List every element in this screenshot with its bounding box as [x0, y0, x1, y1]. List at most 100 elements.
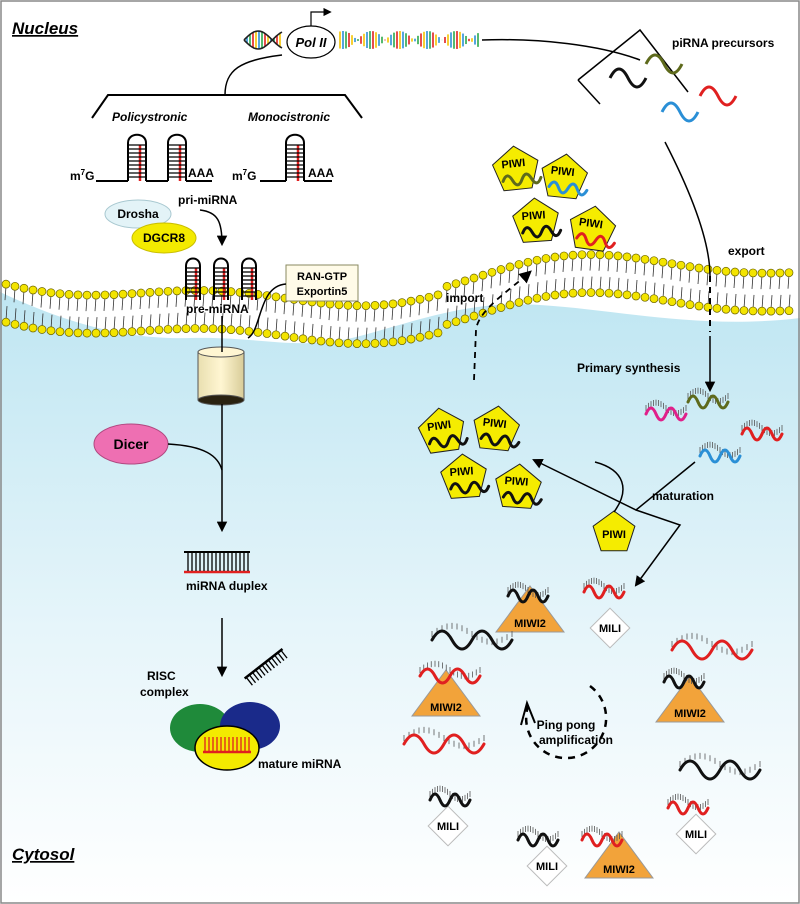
dicer-label: Dicer [113, 436, 149, 452]
m7g-label-poly: m7G [70, 168, 94, 183]
cytosol-title: Cytosol [12, 845, 76, 864]
piwi-proteins: PIWI PIWI PIWI PIWI PIWI PIWI PIWI PIWI PIWI [417, 145, 636, 552]
export-label: export [728, 244, 765, 258]
dgcr8: DGCR8 [131, 222, 197, 254]
mirna-transcript-bracket [91, 94, 363, 119]
nucleus-title: Nucleus [12, 19, 78, 38]
miwi2-right: MIWI2 [655, 632, 754, 723]
mature-pirna-red [740, 419, 784, 442]
polya-label-mono: AAA [308, 166, 334, 180]
pri-to-pre-arrow [199, 209, 228, 247]
piwi-label: PIWI [521, 209, 546, 223]
piwi-black-1: PIWI [512, 197, 563, 243]
mirna-duplex-label: miRNA duplex [186, 579, 268, 593]
export-line [664, 141, 711, 277]
piwi-cyto-2: PIWI [473, 405, 521, 452]
mili-label: MILI [685, 829, 707, 841]
pol2-label: Pol II [295, 35, 326, 50]
ping-pong-cycle: Ping pong amplification [520, 684, 613, 760]
piwi-label: PIWI [427, 419, 452, 434]
mili-left-bottom: MILI [402, 726, 486, 847]
mili-label: MILI [599, 623, 621, 635]
miwi2-bottom: MIWI2 [580, 825, 654, 879]
polya-label-poly: AAA [188, 166, 214, 180]
piwi-label: PIWI [578, 216, 603, 231]
piwi-label: PIWI [482, 417, 507, 431]
piwi-loading-connector [594, 461, 624, 513]
pri-mirna-monocistronic [260, 133, 332, 182]
import-arrow [473, 270, 532, 381]
mili-top: MILI [582, 577, 631, 649]
mili-label: MILI [536, 861, 558, 873]
pre-mirna [185, 257, 257, 300]
primary-synthesis-label: Primary synthesis [577, 361, 681, 375]
pre-mirna-label: pre-miRNA [186, 302, 249, 316]
piwi-label: PIWI [504, 475, 529, 489]
miwi2-label: MIWI2 [603, 864, 635, 876]
policystronic-label: Policystronic [112, 110, 188, 124]
piwi-empty: PIWI [592, 510, 636, 552]
ping-pong-label-1: Ping pong [537, 718, 596, 732]
mili-label: MILI [437, 821, 459, 833]
risc-label-1: RISC [147, 669, 176, 683]
pirna-precursor-blue [660, 101, 700, 123]
mature-pirna-cluster [644, 387, 784, 464]
drosha: Drosha [104, 199, 172, 229]
mature-pirna-pink [644, 399, 688, 422]
pirna-precursors-label: piRNA precursors [672, 36, 775, 50]
maturation-label: maturation [652, 489, 714, 503]
piwi-label: PIWI [449, 465, 474, 479]
dicer-connector [167, 443, 223, 471]
mirna-duplex [184, 551, 250, 574]
piwi-olive: PIWI [491, 145, 543, 192]
dgcr8-label: DGCR8 [143, 231, 185, 245]
mature-pirna-blue [698, 441, 742, 464]
mili-right-bottom: MILI [666, 752, 762, 855]
piwi-red: PIWI [569, 205, 617, 252]
piwi-blue: PIWI [541, 153, 589, 200]
pri-mirna-label: pri-miRNA [178, 193, 238, 207]
drosha-label: Drosha [117, 207, 159, 221]
ran-gtp-label: RAN-GTP [297, 271, 347, 283]
piwi-label: PIWI [602, 529, 626, 541]
risc-complex [170, 702, 280, 771]
dna-to-pirna-connector [481, 38, 641, 61]
pirna-bracket-tail [577, 79, 601, 105]
maturation-arrow-down [634, 509, 682, 587]
piwi-cyto-4: PIWI [495, 463, 543, 509]
exportin5-label: Exportin5 [297, 286, 348, 298]
pirna-precursor-black [608, 67, 648, 89]
mature-pirna-olive [686, 387, 730, 410]
miwi2-left: MIWI2 [411, 622, 514, 717]
import-label: import [446, 291, 483, 305]
piwi-cyto-3: PIWI [440, 453, 491, 499]
m7g-label-mono: m7G [232, 168, 256, 183]
transcription-start-arrow [310, 7, 332, 26]
pri-mirna-policystronic [96, 133, 212, 182]
dna-helix [243, 30, 479, 50]
piwi-label: PIWI [501, 157, 526, 171]
mature-mirna-label: mature miRNA [258, 757, 342, 771]
pirna-bracket-left [577, 28, 689, 93]
miwi2-label: MIWI2 [674, 708, 706, 720]
piwi-label: PIWI [550, 165, 575, 179]
dicer: Dicer [93, 423, 169, 465]
miwi2-label: MIWI2 [514, 618, 546, 630]
nuclear-membrane [1, 250, 794, 349]
dna-to-mirna-connector [224, 54, 283, 96]
pirna-precursor-olive [644, 53, 684, 75]
risc-label-2: complex [140, 685, 189, 699]
pirna-precursor-red [698, 85, 738, 107]
monocistronic-label: Monocistronic [248, 110, 330, 124]
mili-bottom: MILI [516, 825, 568, 887]
ran-gtp-exportin5-box: RAN-GTP Exportin5 [285, 264, 359, 302]
exportin-connector [247, 283, 287, 339]
miwi2-label: MIWI2 [430, 702, 462, 714]
passenger-strand [243, 648, 288, 686]
miwi2-top: MIWI2 [495, 581, 565, 633]
ping-pong-label-2: amplification [539, 733, 613, 747]
nuclear-pore [197, 346, 245, 406]
